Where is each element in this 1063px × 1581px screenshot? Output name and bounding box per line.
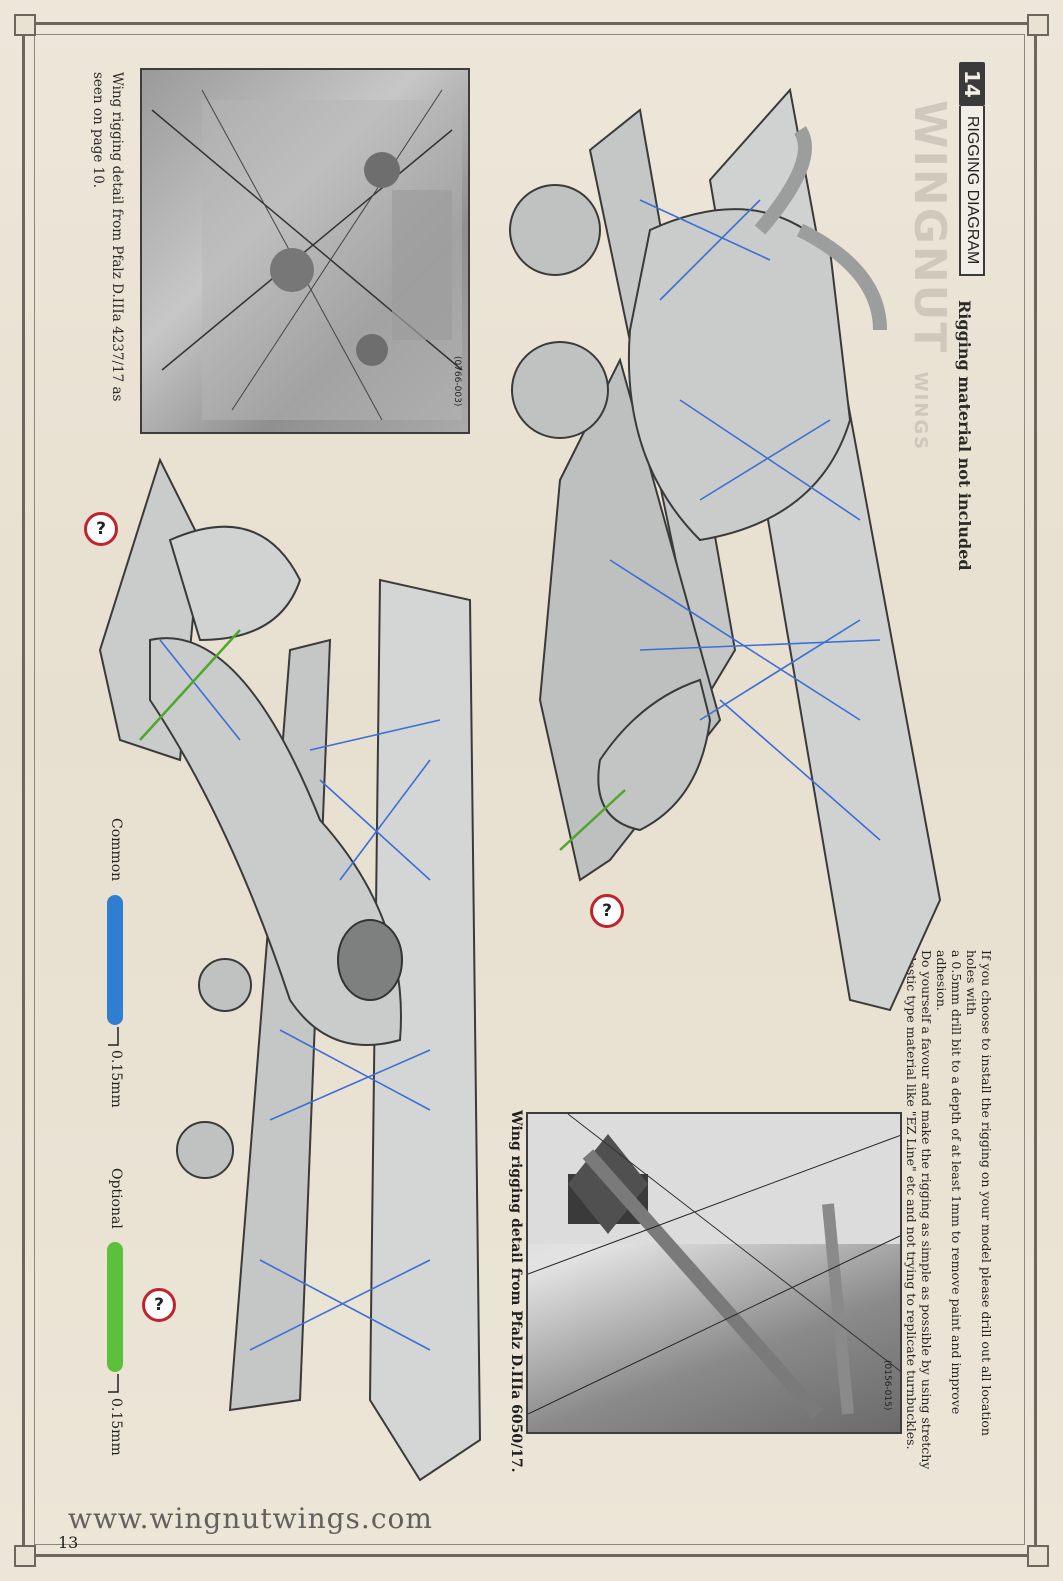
legend-optional-swatch bbox=[107, 1242, 123, 1372]
wheel-top-left bbox=[198, 958, 252, 1012]
optional-marker-badge: ? bbox=[590, 894, 624, 928]
biplane-underside-view bbox=[509, 87, 942, 1012]
upper-wing-top bbox=[368, 578, 482, 1482]
fuselage bbox=[627, 208, 852, 542]
legend-common-swatch bbox=[107, 895, 123, 1025]
photo-bottom-detail bbox=[528, 1114, 900, 1419]
page-border bbox=[22, 22, 1037, 1557]
cockpit bbox=[337, 919, 403, 1001]
legend-optional-size: 0.15mm bbox=[108, 1398, 124, 1456]
wheel-left bbox=[509, 184, 601, 276]
footer-website: www.wingnutwings.com bbox=[68, 1502, 433, 1535]
rigging-line-green-top bbox=[139, 629, 241, 741]
fuselage-top bbox=[149, 637, 402, 1046]
biplane-topside-view bbox=[98, 457, 482, 1482]
legend-optional-label: Optional bbox=[108, 1168, 124, 1229]
border-corner bbox=[1027, 1545, 1049, 1567]
rigging-lines-blue bbox=[609, 199, 881, 841]
reference-photo-top: (0766-003) bbox=[140, 68, 470, 434]
border-corner bbox=[14, 1545, 36, 1567]
page-inner-border bbox=[34, 34, 1025, 1545]
rigging-line-green bbox=[559, 789, 626, 851]
propeller bbox=[754, 126, 887, 331]
fin bbox=[168, 525, 302, 642]
wheel-right bbox=[511, 341, 609, 439]
optional-marker-badge: ? bbox=[84, 512, 118, 546]
rigging-lines-blue-top bbox=[159, 639, 441, 1351]
wheel-top-right bbox=[176, 1121, 234, 1179]
photo-top-detail bbox=[151, 89, 463, 421]
border-corner bbox=[14, 14, 36, 36]
legend-common-label: Common bbox=[108, 818, 124, 882]
border-corner bbox=[1027, 14, 1049, 36]
tail bbox=[597, 678, 712, 832]
reference-photo-bottom: (0156-015) bbox=[526, 1112, 902, 1434]
legend-common-size: 0.15mm bbox=[108, 1050, 124, 1108]
page-number: 13 bbox=[58, 1533, 79, 1552]
optional-marker-badge: ? bbox=[142, 1288, 176, 1322]
